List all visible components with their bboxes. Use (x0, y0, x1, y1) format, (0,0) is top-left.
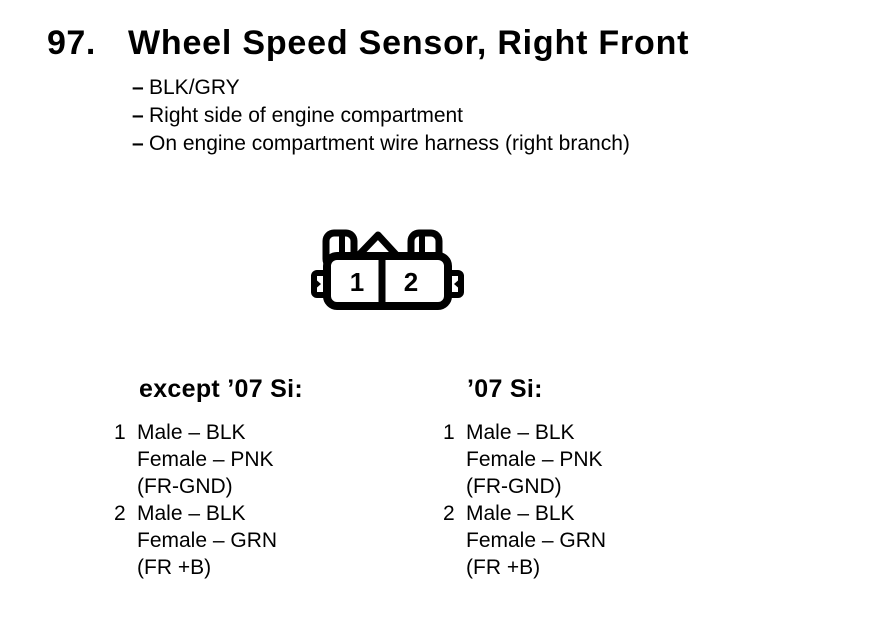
page-title: Wheel Speed Sensor, Right Front (128, 24, 690, 62)
pin-wire-female: Female – GRN (137, 529, 278, 552)
dash-bullet-icon: – (132, 104, 144, 127)
pin-list-07si: 1 Male – BLK Female – PNK (FR-GND) 2 Mal… (443, 419, 606, 581)
pin-wire-male: Male – BLK (466, 421, 575, 444)
pin-wire-female: Female – PNK (137, 448, 274, 471)
detail-item: – On engine compartment wire harness (ri… (132, 130, 630, 158)
pin-row: 2 Male – BLK Female – GRN (FR +B) (114, 500, 277, 581)
column-heading-07si: ’07 Si: (467, 375, 543, 403)
pin-description: Male – BLK Female – PNK (FR-GND) (466, 419, 603, 500)
connector-pin-1-label: 1 (350, 267, 364, 297)
pin-description: Male – BLK Female – GRN (FR +B) (466, 500, 606, 581)
pin-wire-male: Male – BLK (466, 502, 575, 525)
dash-bullet-icon: – (132, 76, 144, 99)
pin-row: 2 Male – BLK Female – GRN (FR +B) (443, 500, 606, 581)
pin-number: 2 (443, 502, 455, 525)
pin-description: Male – BLK Female – PNK (FR-GND) (137, 419, 274, 500)
pin-description: Male – BLK Female – GRN (FR +B) (137, 500, 277, 581)
column-heading-except-07si: except ’07 Si: (139, 375, 304, 403)
dash-bullet-icon: – (132, 132, 144, 155)
pin-list-except-07si: 1 Male – BLK Female – PNK (FR-GND) 2 Mal… (114, 419, 277, 581)
detail-text: On engine compartment wire harness (righ… (149, 132, 630, 155)
pin-wire-male: Male – BLK (137, 421, 246, 444)
connector-pin-2-label: 2 (404, 267, 418, 297)
pin-row: 1 Male – BLK Female – PNK (FR-GND) (443, 419, 606, 500)
detail-text: BLK/GRY (149, 76, 240, 99)
pin-number: 1 (443, 421, 455, 444)
detail-list: – BLK/GRY – Right side of engine compart… (132, 74, 630, 158)
pin-wire-male: Male – BLK (137, 502, 246, 525)
pin-signal: (FR-GND) (137, 475, 233, 498)
pin-signal: (FR +B) (466, 556, 541, 579)
detail-item: – Right side of engine compartment (132, 102, 630, 130)
connector-diagram: 1 2 (308, 226, 468, 316)
pin-row: 1 Male – BLK Female – PNK (FR-GND) (114, 419, 277, 500)
two-pin-connector-icon: 1 2 (311, 229, 464, 310)
pin-signal: (FR +B) (137, 556, 212, 579)
pin-wire-female: Female – PNK (466, 448, 603, 471)
detail-text: Right side of engine compartment (149, 104, 464, 127)
item-number: 97. (47, 24, 96, 62)
pin-number: 2 (114, 502, 126, 525)
pin-number: 1 (114, 421, 126, 444)
pin-wire-female: Female – GRN (466, 529, 607, 552)
detail-item: – BLK/GRY (132, 74, 630, 102)
pin-signal: (FR-GND) (466, 475, 562, 498)
